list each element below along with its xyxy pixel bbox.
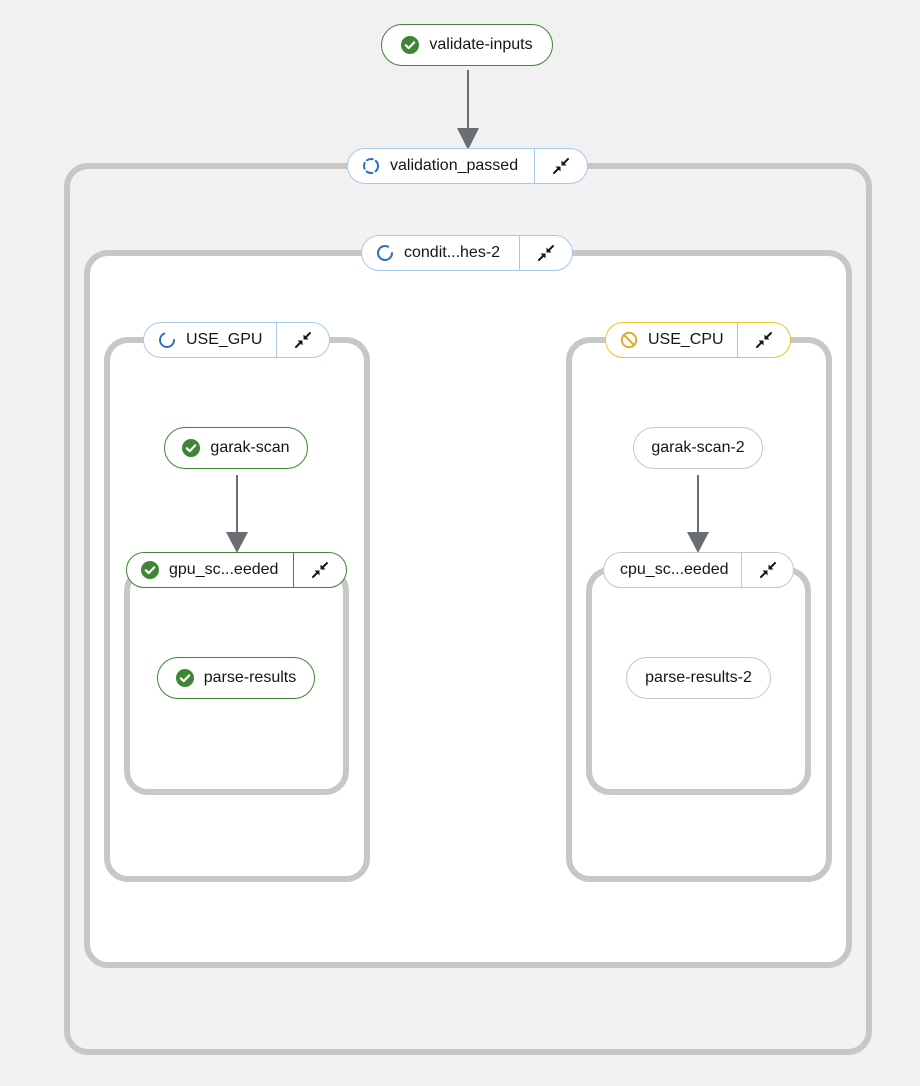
group-header-main[interactable]: gpu_sc...eeded [127, 553, 293, 587]
collapse-button[interactable] [519, 236, 572, 270]
collapse-icon [312, 562, 328, 578]
group-label: USE_GPU [186, 331, 263, 348]
group-header-use-cpu[interactable]: USE_CPU [605, 322, 791, 358]
task-label: parse-results-2 [645, 669, 752, 686]
task-node-garak-scan[interactable]: garak-scan [164, 427, 308, 469]
task-label: garak-scan-2 [651, 439, 745, 456]
group-header-main[interactable]: validation_passed [348, 149, 534, 183]
group-header-cpu-scan-succeeded[interactable]: cpu_sc...eeded [603, 552, 794, 588]
task-label: garak-scan [210, 439, 290, 456]
group-header-main[interactable]: USE_GPU [144, 323, 276, 357]
check-circle-icon [182, 439, 201, 457]
group-label: condit...hes-2 [404, 244, 501, 261]
collapse-icon [553, 158, 569, 174]
collapse-button[interactable] [293, 553, 346, 587]
task-node-parse-results-2[interactable]: parse-results-2 [626, 657, 771, 699]
group-label: validation_passed [390, 157, 519, 174]
group-header-use-gpu[interactable]: USE_GPU [143, 322, 330, 358]
group-header-main[interactable]: condit...hes-2 [362, 236, 519, 270]
collapse-icon [756, 332, 772, 348]
task-label: parse-results [203, 669, 297, 686]
task-node-garak-scan-2[interactable]: garak-scan-2 [633, 427, 763, 469]
spinner-icon [363, 158, 379, 174]
group-label: cpu_sc...eeded [620, 561, 729, 578]
check-circle-icon [401, 36, 420, 54]
check-circle-icon [141, 561, 159, 579]
collapse-button[interactable] [740, 553, 794, 587]
spinner-icon [377, 245, 393, 261]
group-label: gpu_sc...eeded [169, 561, 279, 578]
check-circle-icon [175, 669, 194, 687]
group-header-conditional-branches[interactable]: condit...hes-2 [361, 235, 573, 271]
collapse-button[interactable] [737, 323, 790, 357]
collapse-icon [759, 562, 776, 578]
group-header-gpu-scan-succeeded[interactable]: gpu_sc...eeded [126, 552, 347, 588]
group-label: USE_CPU [648, 331, 724, 348]
spinner-icon [159, 332, 175, 348]
collapse-icon [538, 245, 554, 261]
edge-validate-to-validation-passed [457, 70, 479, 150]
task-label: validate-inputs [429, 36, 533, 53]
task-node-parse-results[interactable]: parse-results [157, 657, 315, 699]
collapse-icon [295, 332, 311, 348]
task-node-validate-inputs[interactable]: validate-inputs [381, 24, 553, 66]
collapse-button[interactable] [534, 149, 587, 183]
group-header-main[interactable]: cpu_sc...eeded [604, 553, 741, 587]
group-header-main[interactable]: USE_CPU [606, 323, 737, 357]
group-header-validation-passed[interactable]: validation_passed [347, 148, 588, 184]
ban-icon [620, 331, 638, 349]
collapse-button[interactable] [276, 323, 329, 357]
